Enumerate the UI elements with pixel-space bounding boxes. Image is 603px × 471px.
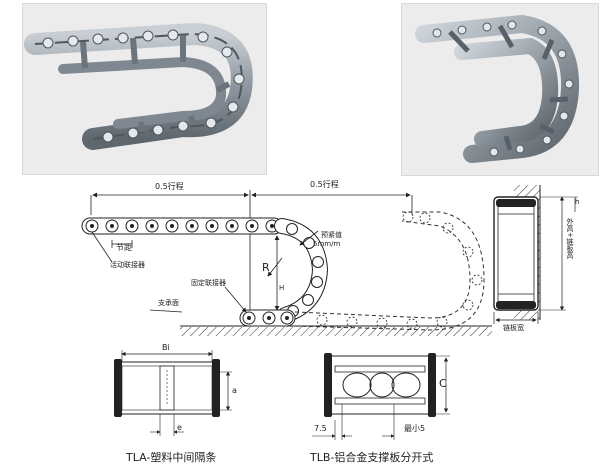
support-surface-label: 支承面: [158, 299, 179, 307]
half-travel-label-left: 0.5行程: [155, 182, 184, 191]
radius-label: R: [262, 261, 270, 274]
tlb-section-title: TLB-铝合金支撑板分开式: [310, 451, 434, 464]
tla-section-title: TLA-塑料中间隔条: [126, 451, 217, 464]
moving-connector-label: 活动联接器: [110, 261, 145, 269]
tlb-7-5-label: 7.5: [314, 424, 327, 433]
height-label: H: [279, 284, 285, 292]
tla-cross-section: [114, 350, 232, 436]
chain-width-label: 链板宽: [503, 324, 524, 332]
lower-chain-run: [239, 211, 485, 331]
upper-chain-run: [81, 217, 283, 235]
half-travel-label-right: 0.5行程: [310, 180, 339, 189]
fixed-connector-label: 固定联接器: [191, 279, 226, 287]
tlb-min5-label: 最小5: [404, 424, 426, 433]
tla-e-label: e: [177, 423, 182, 432]
tla-a-label: a: [232, 386, 237, 395]
half-travel-dimension: [90, 190, 413, 312]
chain-bend: [274, 218, 329, 323]
preload-value-label: 5mm/m: [313, 240, 341, 248]
tlb-cross-section: [312, 353, 450, 440]
cable-chain-photo-left: [22, 3, 267, 175]
steel-cable-carrier-chain-photo: [24, 22, 253, 150]
tlb-c-label: C: [439, 377, 447, 390]
side-h-label: h: [575, 198, 580, 206]
support-surface: [149, 309, 492, 336]
pitch-label: 节距: [116, 243, 132, 252]
preload-label: 预紧值: [321, 231, 342, 239]
side-height-label: 外高+链板高: [566, 218, 574, 259]
cable-chain-technical-drawing: [81, 185, 578, 440]
radius-arrow: [267, 257, 283, 277]
tla-bi-label: Bi: [162, 343, 170, 352]
steel-cable-carrier-chain-photo-angled: [415, 14, 580, 163]
side-section-view: [493, 185, 578, 324]
cable-chain-photo-right: [401, 3, 599, 176]
